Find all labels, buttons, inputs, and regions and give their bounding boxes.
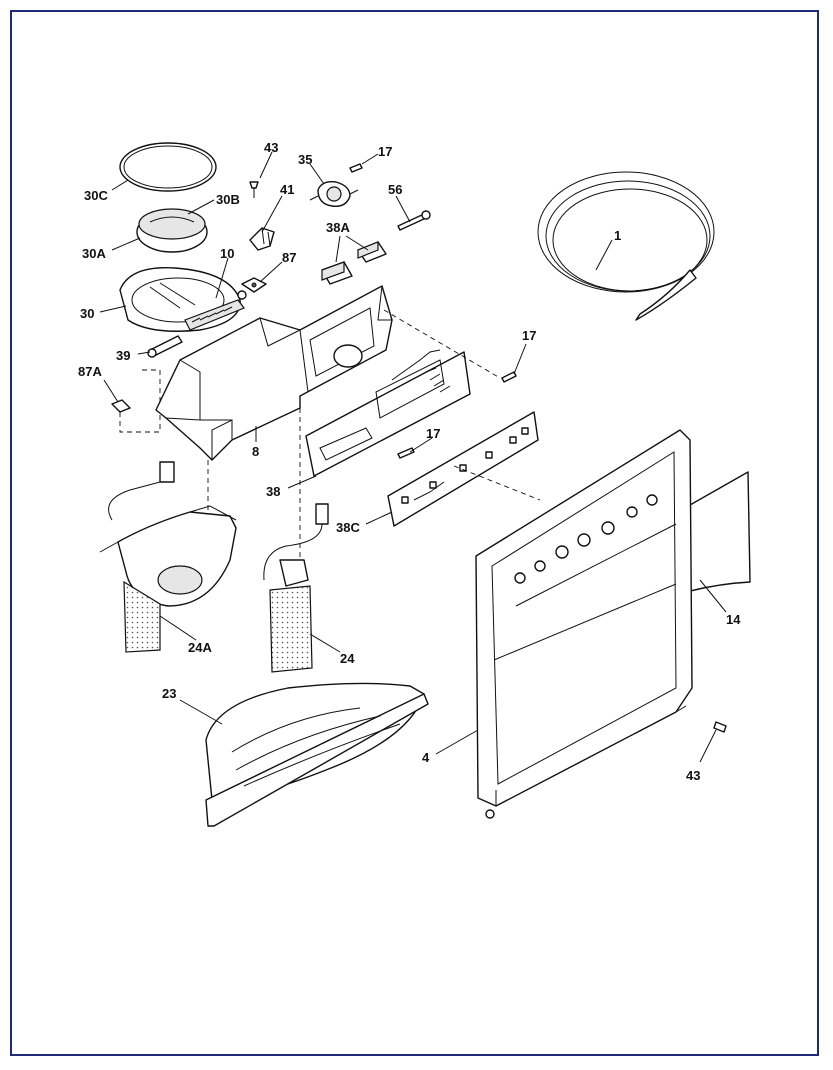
- callout-87a: 87A: [78, 364, 102, 379]
- callout-17-top: 17: [378, 144, 392, 159]
- callout-10: 10: [220, 246, 234, 261]
- part-24-ice-door-actuator: [263, 503, 329, 673]
- part-38a-switches: [321, 241, 387, 285]
- part-38c-button-board: [387, 411, 539, 527]
- callout-1: 1: [614, 228, 621, 243]
- callout-23: 23: [162, 686, 176, 701]
- leader-lines: [99, 151, 727, 763]
- part-8-dispenser-housing: [155, 285, 393, 461]
- part-56-screw: [397, 210, 431, 231]
- part-43-screw-bottom: [713, 721, 727, 733]
- part-1-tubing: [537, 171, 715, 321]
- callout-56: 56: [388, 182, 402, 197]
- callout-30b: 30B: [216, 192, 240, 207]
- callout-43-top: 43: [264, 140, 278, 155]
- callout-87: 87: [282, 250, 296, 265]
- part-4-dispenser-frame: [475, 429, 693, 819]
- part-35-actuator: [309, 180, 359, 207]
- part-30-housing: [119, 266, 247, 332]
- part-17-screw-right: [501, 371, 517, 383]
- callout-30: 30: [80, 306, 94, 321]
- callout-38: 38: [266, 484, 280, 499]
- callout-14: 14: [726, 612, 741, 627]
- page-border: [10, 10, 819, 1056]
- callout-17-right: 17: [522, 328, 536, 343]
- part-39-pin: [147, 335, 183, 358]
- callout-41: 41: [280, 182, 294, 197]
- part-38-control-board: [305, 349, 471, 477]
- callout-43-bottom: 43: [686, 768, 700, 783]
- callout-35: 35: [298, 152, 312, 167]
- callout-17-mid: 17: [426, 426, 440, 441]
- callout-8: 8: [252, 444, 259, 459]
- part-43-screw-top: [249, 181, 259, 198]
- callout-39: 39: [116, 348, 130, 363]
- callout-30a: 30A: [82, 246, 106, 261]
- part-30c-gasket: [119, 142, 217, 192]
- part-87a-clip: [111, 369, 161, 433]
- part-17-screw-mid: [397, 447, 415, 459]
- callout-24a: 24A: [188, 640, 212, 655]
- callout-24: 24: [340, 651, 355, 666]
- callout-4: 4: [422, 750, 430, 765]
- part-17-screw-top: [349, 163, 363, 173]
- callout-30c: 30C: [84, 188, 108, 203]
- callouts: 30C 30B 30A 30 39 10 43 41 87 35 17 56 3…: [78, 140, 741, 783]
- part-30b-lens: [136, 208, 208, 253]
- part-24a-ice-chute: [99, 461, 237, 653]
- part-23-drip-tray: [205, 682, 429, 827]
- callout-38a: 38A: [326, 220, 350, 235]
- callout-38c: 38C: [336, 520, 360, 535]
